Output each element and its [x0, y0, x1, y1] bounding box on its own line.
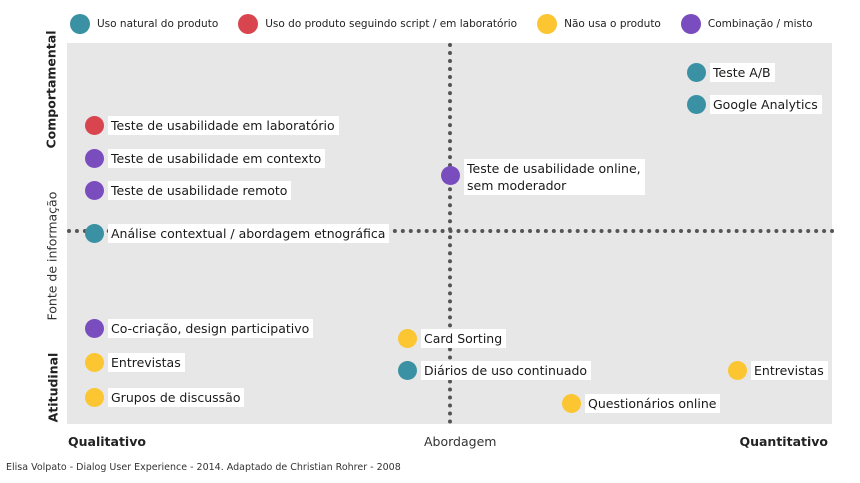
axis-label-attitudinal: Atitudinal [45, 352, 61, 423]
method-label: Grupos de discussão [108, 388, 245, 407]
method-focus-groups: Grupos de discussão [85, 388, 245, 407]
legend-label: Combinação / misto [707, 18, 813, 30]
legend-swatch [537, 14, 558, 34]
method-label: Teste de usabilidade remoto [108, 181, 292, 200]
vertical-divider [448, 43, 452, 424]
method-dot [85, 388, 104, 407]
method-card-sorting: Card Sorting [398, 329, 507, 348]
method-dot [441, 166, 460, 185]
method-dot [85, 116, 104, 135]
method-contextual-analysis: Análise contextual / abordagem etnográfi… [85, 224, 390, 243]
credit-text: Elisa Volpato - Dialog User Experience -… [6, 462, 401, 473]
axis-label-qualitative: Qualitativo [68, 434, 146, 449]
method-dot [85, 353, 104, 372]
legend-item-scripted-use: Uso do produto seguindo script / em labo… [238, 14, 517, 34]
legend-swatch [70, 14, 90, 34]
legend-item-no-product: Não usa o produto [537, 14, 661, 34]
legend-item-natural-use: Uso natural do produto [70, 14, 218, 34]
method-dot [85, 181, 104, 200]
method-google-analytics: Google Analytics [687, 95, 822, 114]
method-label: Card Sorting [421, 329, 507, 348]
legend-label: Uso do produto seguindo script / em labo… [265, 18, 518, 30]
axis-label-quantitative: Quantitativo [739, 434, 828, 449]
method-label: Google Analytics [710, 95, 822, 114]
legend: Uso natural do produto Uso do produto se… [70, 12, 833, 36]
method-dot [562, 394, 581, 413]
method-label: Teste de usabilidade em contexto [108, 149, 326, 168]
method-dot [398, 329, 417, 348]
method-label: Questionários online [585, 394, 721, 413]
method-context-usability: Teste de usabilidade em contexto [85, 149, 326, 168]
method-remote-usability: Teste de usabilidade remoto [85, 181, 292, 200]
axis-label-behavioral: Comportamental [43, 30, 59, 149]
method-label: Entrevistas [751, 361, 828, 380]
method-lab-usability: Teste de usabilidade em laboratório [85, 116, 339, 135]
axis-title-approach: Abordagem [424, 434, 497, 449]
method-dot [85, 319, 104, 338]
method-label: Análise contextual / abordagem etnográfi… [108, 224, 390, 243]
method-label: Diários de uso continuado [421, 361, 592, 380]
method-dot [728, 361, 747, 380]
method-interviews-quantitative: Entrevistas [728, 361, 828, 380]
method-co-creation: Co-criação, design participativo [85, 319, 314, 338]
method-label: Teste de usabilidade em laboratório [108, 116, 339, 135]
legend-swatch [238, 14, 259, 34]
method-dot [687, 95, 706, 114]
legend-label: Uso natural do produto [97, 18, 219, 30]
method-label: Teste de usabilidade online, sem moderad… [464, 159, 645, 195]
axis-title-information-source: Fonte de informação [44, 191, 60, 321]
method-dot [687, 63, 706, 82]
method-label: Teste A/B [710, 63, 775, 82]
legend-swatch [680, 14, 701, 34]
method-online-surveys: Questionários online [562, 394, 721, 413]
method-label: Entrevistas [108, 353, 185, 372]
legend-item-mixed: Combinação / misto [680, 14, 813, 34]
method-online-unmoderated: Teste de usabilidade online, sem moderad… [441, 159, 645, 195]
method-usage-diaries: Diários de uso continuado [398, 361, 592, 380]
method-interviews-qualitative: Entrevistas [85, 353, 185, 372]
method-dot [85, 224, 104, 243]
legend-label: Não usa o produto [564, 18, 661, 30]
method-teste-ab: Teste A/B [687, 63, 775, 82]
horizontal-divider [67, 229, 835, 233]
method-dot [85, 149, 104, 168]
method-dot [398, 361, 417, 380]
method-label: Co-criação, design participativo [108, 319, 314, 338]
